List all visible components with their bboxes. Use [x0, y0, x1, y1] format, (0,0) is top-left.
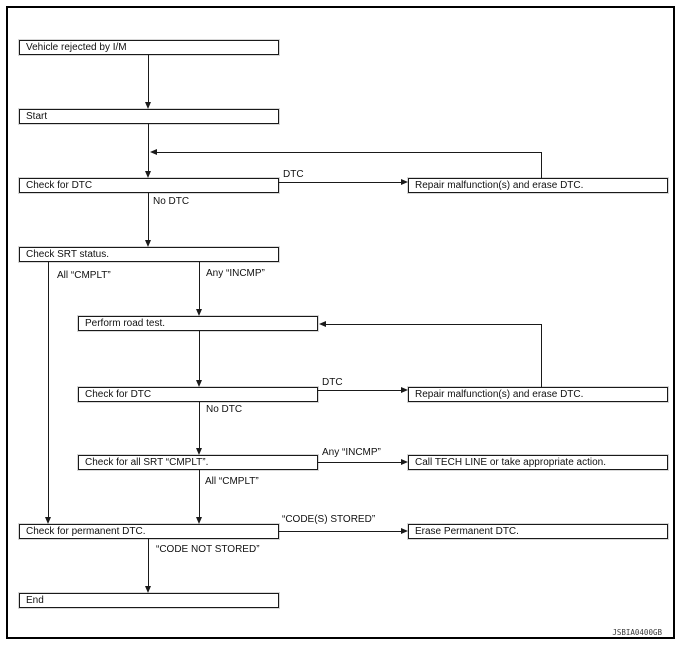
arrowhead-into-repair2	[401, 387, 408, 393]
node-check-srt-status: Check SRT status.	[19, 247, 279, 262]
figure-id: JSBIA0400GB	[612, 628, 662, 637]
connector-feedback2-riser	[541, 324, 542, 387]
arrowhead-into-allsrt	[196, 448, 202, 455]
node-check-all-srt-cmplt: Check for all SRT “CMPLT”.	[78, 455, 318, 470]
arrowhead-into-permanent	[196, 517, 202, 524]
connector-roadtest-to-checkdtc2	[199, 331, 200, 380]
node-check-for-dtc-1: Check for DTC	[19, 178, 279, 193]
edge-label-dtc-1: DTC	[283, 169, 304, 180]
edge-label-codes-stored: “CODE(S) STORED”	[282, 514, 376, 525]
arrowhead-into-roadtest	[196, 309, 202, 316]
node-repair-and-erase-dtc-1: Repair malfunction(s) and erase DTC.	[408, 178, 668, 193]
arrowhead-into-end	[145, 586, 151, 593]
edge-label-no-dtc-2: No DTC	[206, 404, 243, 415]
connector-all-cmplt-branch	[48, 262, 49, 517]
connector-permanent-to-end	[148, 539, 149, 586]
arrowhead-into-checkdtc1	[145, 171, 151, 178]
edge-label-dtc-2: DTC	[322, 377, 343, 388]
connector-any-incmp2	[318, 462, 401, 463]
connector-feedback1	[157, 152, 541, 153]
arrowhead-feedback1	[150, 149, 157, 155]
node-end: End	[19, 593, 279, 608]
arrowhead-into-repair1	[401, 179, 408, 185]
connector-checkdtc2-to-allsrt	[199, 402, 200, 448]
edge-label-no-dtc-1: No DTC	[153, 196, 190, 207]
connector-start-to-checkdtc1	[148, 124, 149, 172]
connector-allsrt-to-permanent	[199, 470, 200, 517]
node-check-permanent-dtc: Check for permanent DTC.	[19, 524, 279, 539]
connector-feedback2	[326, 324, 541, 325]
arrowhead-into-start	[145, 102, 151, 109]
node-call-tech-line: Call TECH LINE or take appropriate actio…	[408, 455, 668, 470]
edge-label-code-not-stored: “CODE NOT STORED”	[156, 544, 260, 555]
connector-vehicle-to-start	[148, 54, 149, 103]
connector-codes-stored	[279, 531, 401, 532]
arrowhead-into-techline	[401, 459, 408, 465]
node-perform-road-test: Perform road test.	[78, 316, 318, 331]
connector-checkdtc1-to-srt	[148, 193, 149, 240]
arrowhead-into-erase-permanent	[401, 528, 408, 534]
arrowhead-into-srt	[145, 240, 151, 247]
edge-label-any-incmp-1: Any “INCMP”	[206, 268, 265, 279]
connector-dtc2	[318, 390, 401, 391]
connector-feedback1-riser	[541, 152, 542, 178]
node-vehicle-rejected-by-im: Vehicle rejected by I/M	[19, 40, 279, 55]
edge-label-all-cmplt-1: All “CMPLT”	[57, 270, 111, 281]
node-erase-permanent-dtc: Erase Permanent DTC.	[408, 524, 668, 539]
node-check-for-dtc-2: Check for DTC	[78, 387, 318, 402]
edge-label-all-cmplt-2: All “CMPLT”	[205, 476, 259, 487]
node-start: Start	[19, 109, 279, 124]
arrowhead-feedback2	[319, 321, 326, 327]
node-repair-and-erase-dtc-2: Repair malfunction(s) and erase DTC.	[408, 387, 668, 402]
connector-dtc1	[279, 182, 401, 183]
connector-srt-to-roadtest	[199, 262, 200, 309]
arrowhead-into-checkdtc2	[196, 380, 202, 387]
edge-label-any-incmp-2: Any “INCMP”	[322, 447, 381, 458]
arrowhead-branch-into-permanent	[45, 517, 51, 524]
